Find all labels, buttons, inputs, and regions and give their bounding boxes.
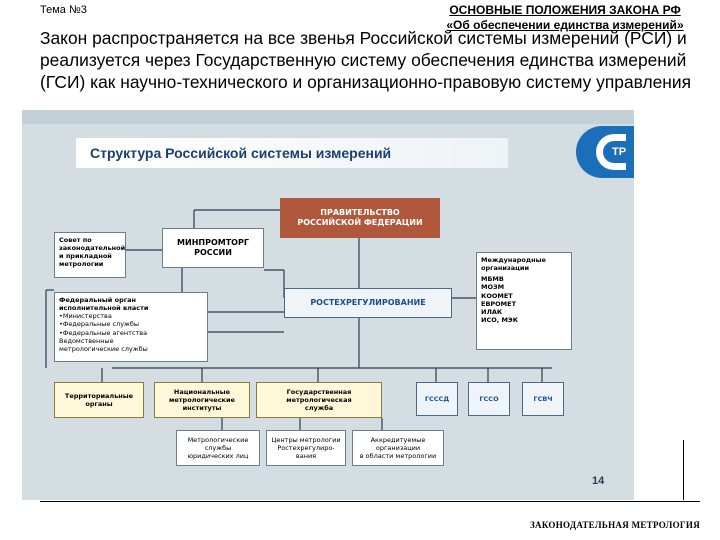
metro-centers-line: Центры метрологии <box>271 435 341 444</box>
header-title-line1: ОСНОВНЫЕ ПОЛОЖЕНИЯ ЗАКОНА РФ <box>449 3 681 17</box>
government-box: ПРАВИТЕЛЬСТВО РОССИЙСКОЙ ФЕДЕРАЦИИ <box>280 198 440 238</box>
gsssd-box: ГСССД <box>416 382 458 416</box>
state-service-box: Государственная метрологическая служба <box>256 382 382 418</box>
council-line: метрологии <box>59 260 104 269</box>
federal-org-item: •Министерства <box>59 312 112 321</box>
structure-slide: Структура Российской системы измерений Т… <box>22 110 634 500</box>
accredited-line: в области метрологии <box>359 452 437 461</box>
council-line: Совет по <box>59 236 92 244</box>
intl-item: ИЛАК <box>481 307 503 316</box>
slide-title: Структура Российской системы измерений <box>76 138 508 168</box>
metro-services-line: службы <box>204 443 232 452</box>
metro-centers-line: вания <box>295 452 317 461</box>
minprom-line: РОССИИ <box>194 248 232 257</box>
intl-item: МБМВ <box>481 275 504 284</box>
state-service-line: служба <box>304 404 334 413</box>
national-line: метрологические <box>169 395 235 404</box>
metro-centers-line: Ростехрегулиро- <box>277 443 335 452</box>
federal-org-item: •Федеральные службы <box>59 320 140 329</box>
slide-page-number: 14 <box>592 475 605 487</box>
territorial-line: Территориальные <box>64 391 134 400</box>
metro-centers-box: Центры метрологии Ростехрегулиро- вания <box>266 430 346 466</box>
gsvch-box: ГСВЧ <box>522 382 564 416</box>
slide-top-stripe <box>22 110 634 124</box>
accredited-line: организации <box>375 443 421 452</box>
council-line: законодательной <box>59 244 126 253</box>
national-line: институты <box>182 404 222 413</box>
right-vertical-line <box>683 440 684 500</box>
federal-org-item: Ведомственные <box>59 336 114 345</box>
intl-box: Международные организации МБМВ МОЗМ КООМ… <box>476 252 572 350</box>
federal-org-item: метрологические службы <box>59 344 148 353</box>
connector-lines <box>45 209 552 430</box>
gsso-box: ГССО <box>468 382 510 416</box>
council-box: Совет по законодательной и прикладной ме… <box>54 232 126 278</box>
government-line1: ПРАВИТЕЛЬСТВО <box>320 208 400 217</box>
intl-item: ИСО, МЭК <box>481 315 519 324</box>
footer-label: ЗАКОНОДАТЕЛЬНАЯ МЕТРОЛОГИЯ <box>529 520 700 530</box>
federal-org-title: исполнительной власти <box>59 304 149 313</box>
state-service-line: метрологическая <box>286 395 352 404</box>
topic-label: Тема №3 <box>40 4 87 16</box>
accredited-box: Аккредитуемые организации в области метр… <box>352 430 444 466</box>
intl-item: КООМЕТ <box>481 291 513 300</box>
national-line: Национальные <box>173 387 231 396</box>
intl-item: МОЗМ <box>481 283 505 292</box>
state-service-line: Государственная <box>286 387 352 396</box>
federal-org-box: Федеральный орган исполнительной власти … <box>54 292 208 362</box>
metro-services-line: Метрологические <box>187 435 249 444</box>
intl-title: организации <box>481 264 530 273</box>
national-box: Национальные метрологические институты <box>154 382 250 418</box>
accredited-line: Аккредитуемые <box>370 435 426 444</box>
government-line2: РОССИЙСКОЙ ФЕДЕРАЦИИ <box>297 218 423 227</box>
intl-item: ЕВРОМЕТ <box>481 299 517 308</box>
logo-letter-shape <box>596 134 626 170</box>
logo-icon: ТР <box>576 126 634 178</box>
minprom-box: МИНПРОМТОРГ РОССИИ <box>162 228 264 268</box>
footer-divider <box>40 501 700 502</box>
council-line: и прикладной <box>59 252 112 261</box>
federal-org-title: Федеральный орган <box>59 296 137 304</box>
metro-services-box: Метрологические службы юридических лиц <box>176 430 260 466</box>
territorial-box: Территориальные органы <box>54 382 144 418</box>
intl-title: Международные <box>481 256 546 264</box>
territorial-line: органы <box>85 400 113 408</box>
logo-text: ТР <box>612 146 627 158</box>
federal-org-item: •Федеральные агентства <box>59 328 148 337</box>
minprom-line: МИНПРОМТОРГ <box>177 238 249 247</box>
metro-services-line: юридических лиц <box>187 452 249 461</box>
rostekh-box: РОСТЕХРЕГУЛИРОВАНИЕ <box>284 288 452 318</box>
header-title-line2: «Об обеспечении единства измерений» <box>446 18 684 32</box>
lead-paragraph: Закон распространяется на все звенья Рос… <box>40 28 692 92</box>
